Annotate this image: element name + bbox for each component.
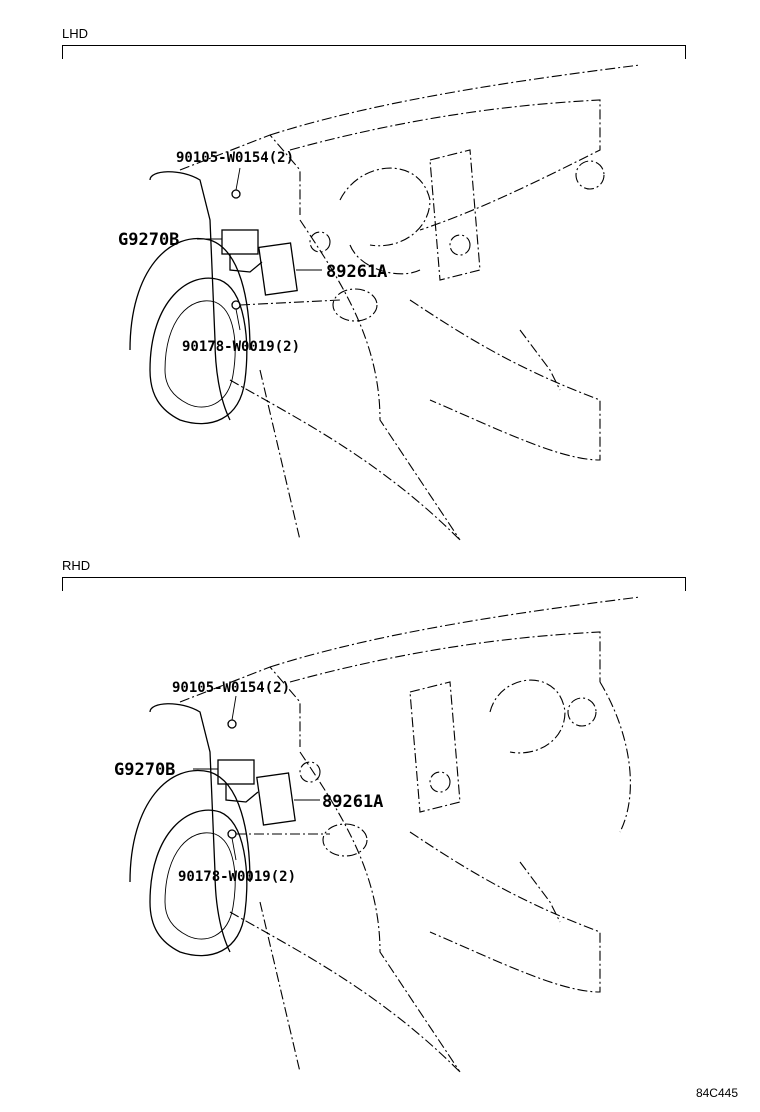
shift-lever <box>519 861 561 923</box>
section-frame-rhd <box>62 577 686 591</box>
label-module: G9270B <box>114 760 175 780</box>
wheel-arch <box>129 769 251 883</box>
label-module: G9270B <box>118 230 179 250</box>
console-floor <box>409 831 601 993</box>
dashboard-top-outline <box>269 596 641 668</box>
ecu-89261a-body <box>258 242 298 296</box>
tire-inner <box>164 300 236 408</box>
fender-outline <box>149 703 231 953</box>
tire-outer <box>149 277 248 425</box>
label-ecu: 89261A <box>322 792 383 812</box>
label-bolt-lower: 90178-W0019(2) <box>182 339 300 355</box>
dashboard-upper-panel <box>289 631 601 683</box>
tire-outer <box>149 809 248 957</box>
module-g9270b-bracket <box>225 784 259 803</box>
label-ecu: 89261A <box>326 262 387 282</box>
dashboard-upper-panel <box>289 99 601 231</box>
label-bolt-lower: 90178-W0019(2) <box>178 869 296 885</box>
door-opening <box>299 219 461 541</box>
ecu-89261a-body <box>256 772 296 826</box>
a-pillar-lower <box>259 369 301 541</box>
shift-lever <box>519 329 561 391</box>
windshield-pillar <box>179 134 301 215</box>
ground-strap <box>239 299 341 306</box>
module-g9270b-body <box>217 759 255 785</box>
vent-right <box>575 160 605 190</box>
tire-inner <box>164 832 236 940</box>
section-label-rhd: RHD <box>62 558 91 573</box>
door-opening <box>299 751 461 1073</box>
label-bolt-upper: 90105-W0154(2) <box>172 680 290 696</box>
console-floor <box>409 299 601 461</box>
windshield-pillar <box>179 666 301 747</box>
module-g9270b-body <box>221 229 259 255</box>
illustration-code: 84C445 <box>695 1086 738 1100</box>
vent-center <box>429 771 451 793</box>
wheel-arch <box>129 237 251 351</box>
label-bolt-upper: 90105-W0154(2) <box>176 150 294 166</box>
sill-line <box>229 911 461 1073</box>
vent-right <box>567 697 597 727</box>
center-stack <box>429 149 481 281</box>
rhd-diagram: 90105-W0154(2) G9270B 89261A 90178-W0019… <box>114 596 641 1073</box>
bolt-upper-icon <box>231 189 241 199</box>
fender-outline <box>149 171 231 421</box>
bolt-lower-icon <box>231 300 241 310</box>
dash-right-end <box>599 681 631 833</box>
sill-line <box>229 379 461 541</box>
vent-left <box>299 761 321 783</box>
bolt-upper-icon <box>227 719 237 729</box>
section-label-lhd: LHD <box>62 26 89 41</box>
dashboard-top-outline <box>269 64 641 136</box>
vent-center <box>449 234 471 256</box>
section-frame-lhd <box>62 45 686 59</box>
instrument-cluster <box>339 167 431 247</box>
vent-left <box>309 231 331 253</box>
pedal-box <box>332 288 378 322</box>
steering-column <box>349 244 421 275</box>
pedal-box <box>322 823 368 857</box>
center-stack <box>409 681 461 813</box>
instrument-cluster <box>489 679 566 754</box>
a-pillar-lower <box>259 901 301 1073</box>
lhd-diagram: 90105-W0154(2) G9270B 89261A 90178-W0019… <box>118 64 641 541</box>
module-g9270b-bracket <box>229 254 263 273</box>
bolt-lower-icon <box>227 829 237 839</box>
